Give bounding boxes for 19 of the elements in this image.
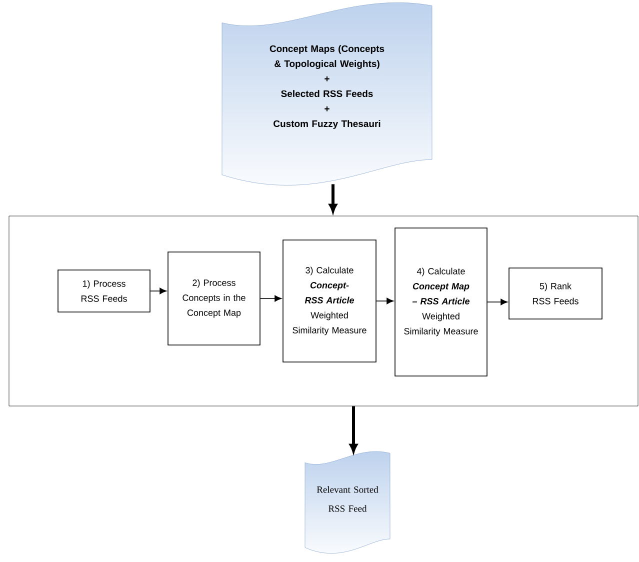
- arrow: [329, 184, 337, 213]
- process-box: 3) Calculate Concept-RSS Article Weighted Similarity Measure: [282, 240, 376, 362]
- container-box: [8, 216, 638, 406]
- arrow: [260, 295, 282, 302]
- node-label: Concept Maps (Concepts & Topological Weights): [270, 45, 384, 69]
- process-box: 2) Process Concepts in the Concept Map: [168, 252, 260, 346]
- process-box: 4) Calculate Concept Map – RSS Article Weighted Similarity Measure: [394, 228, 488, 376]
- document-text: Concept Maps (Concepts & Topological Weights) + Selected RSS Feeds + Custom Fuzzy Thesauri: [270, 45, 384, 129]
- process-box: 1) Process RSS Feeds: [58, 270, 150, 312]
- arrow: [150, 288, 167, 294]
- document-text: Relevant Sorted RSS Feed: [316, 486, 378, 512]
- node-label: +: [324, 76, 330, 82]
- node-label: Custom Fuzzy Thesauri: [274, 120, 380, 129]
- arrow: [350, 406, 358, 453]
- process-box: 5) Rank RSS Feeds: [508, 268, 602, 320]
- arrow: [376, 298, 394, 304]
- node-label: +: [324, 106, 330, 112]
- arrow: [487, 298, 508, 306]
- node-label: Selected RSS Feeds: [281, 90, 373, 98]
